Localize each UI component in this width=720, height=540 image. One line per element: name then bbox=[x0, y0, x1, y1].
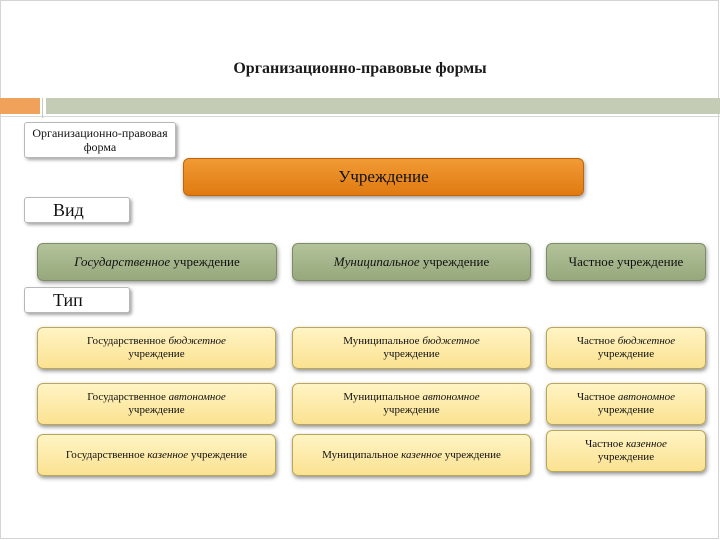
subtype-state-autonomous: Государственное автономное учреждение bbox=[37, 383, 276, 425]
subtype-text: учреждение bbox=[597, 348, 655, 360]
subtype-private-treasury: Частное казенное учреждение bbox=[546, 430, 706, 472]
slide-title: Организационно-правовые формы bbox=[233, 60, 487, 77]
type-box-municipal: Муниципальное учреждение bbox=[292, 243, 531, 281]
subtype-text: учреждение bbox=[597, 451, 655, 463]
subtype-italic: бюджетное bbox=[168, 335, 226, 347]
type-box-municipal-rest: учреждение bbox=[419, 254, 490, 269]
subtype-text: учреждение bbox=[128, 348, 185, 360]
subtype-text: Государственное bbox=[65, 448, 148, 461]
subtype-text: учреждение bbox=[383, 348, 440, 360]
divider-line bbox=[0, 116, 720, 117]
institution-box: Учреждение bbox=[183, 158, 584, 196]
subtype-text: учреждение bbox=[383, 404, 440, 416]
type-box-state-rest: учреждение bbox=[170, 254, 240, 269]
divider-tick bbox=[42, 98, 43, 118]
subtype-state-treasury: Государственное казенное учреждение bbox=[37, 434, 276, 476]
subtype-text: учреждение bbox=[128, 404, 185, 416]
subtype-text: Муниципальное bbox=[322, 448, 402, 461]
subtype-private-budget: Частное бюджетное учреждение bbox=[546, 327, 706, 369]
subtype-private-autonomous: Частное автономное учреждение bbox=[546, 383, 706, 425]
subtype-italic: бюджетное bbox=[617, 335, 676, 347]
subtype-text: Частное bbox=[576, 335, 618, 347]
tip-label: Тип bbox=[24, 287, 130, 313]
subtype-italic: казенное bbox=[401, 448, 443, 461]
subtype-text: Частное bbox=[577, 391, 618, 403]
subtype-text: Государственное bbox=[87, 335, 169, 347]
form-label: Организационно-правовая форма bbox=[24, 122, 176, 158]
accent-bar-gray bbox=[46, 98, 720, 114]
type-box-state: Государственное учреждение bbox=[37, 243, 277, 281]
subtype-municipal-treasury: Муниципальное казенное учреждение bbox=[292, 434, 531, 476]
subtype-text: учреждение bbox=[442, 448, 501, 461]
subtype-text: Муниципальное bbox=[343, 335, 423, 347]
subtype-municipal-budget: Муниципальное бюджетное учреждение bbox=[292, 327, 531, 369]
subtype-text: учреждение bbox=[597, 404, 655, 416]
subtype-italic: казенное bbox=[626, 438, 667, 450]
subtype-text: Государственное bbox=[87, 391, 169, 403]
subtype-italic: автономное bbox=[168, 391, 226, 403]
subtype-italic: автономное bbox=[617, 391, 675, 403]
type-box-state-main: Государственное bbox=[74, 254, 171, 269]
subtype-text: Частное bbox=[585, 438, 627, 450]
subtype-text: учреждение bbox=[188, 448, 248, 461]
subtype-text: Муниципальное bbox=[343, 391, 423, 403]
vid-label: Вид bbox=[24, 197, 130, 223]
type-box-municipal-main: Муниципальное bbox=[333, 254, 420, 269]
type-box-private-main: Частное учреждение bbox=[568, 254, 684, 269]
subtype-italic: автономное bbox=[422, 391, 480, 403]
subtype-italic: казенное bbox=[147, 448, 189, 461]
subtype-municipal-autonomous: Муниципальное автономное учреждение bbox=[292, 383, 531, 425]
type-box-private: Частное учреждение bbox=[546, 243, 706, 281]
subtype-state-budget: Государственное бюджетное учреждение bbox=[37, 327, 276, 369]
accent-bar-orange bbox=[0, 98, 40, 114]
subtype-italic: бюджетное bbox=[422, 335, 480, 347]
